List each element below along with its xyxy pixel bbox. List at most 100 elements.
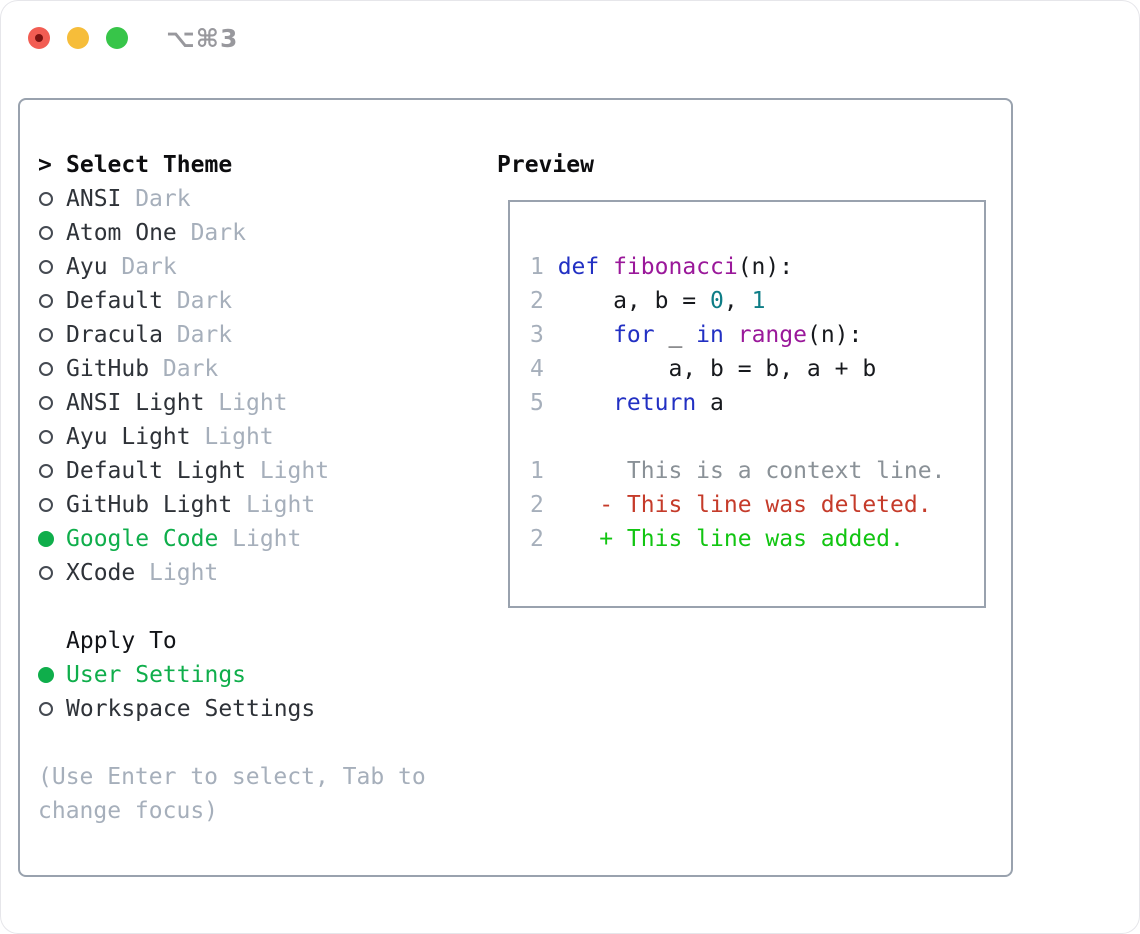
code-token-pl: a <box>696 390 724 416</box>
traffic-light-zoom-icon[interactable] <box>106 27 128 49</box>
code-token-add: + This line was added. <box>557 526 904 552</box>
radio-icon <box>39 430 53 444</box>
theme-variant-tag: Dark <box>176 288 233 314</box>
radio-icon <box>39 464 53 478</box>
theme-option-ayu[interactable]: Ayu Dark <box>38 250 329 284</box>
radio-icon <box>39 294 53 308</box>
apply-option-label: User Settings <box>66 662 247 688</box>
code-token-del: - This line was deleted. <box>557 492 932 518</box>
help-text-line: (Use Enter to select, Tab to <box>38 764 426 790</box>
code-token-pl: , <box>723 288 752 314</box>
radio-icon <box>39 226 53 240</box>
window-title: ⌥⌘3 <box>166 24 239 53</box>
theme-name: GitHub <box>66 356 150 382</box>
theme-name: Google Code <box>66 526 219 552</box>
apply-option-label: Workspace Settings <box>66 696 316 722</box>
theme-option-google-code[interactable]: Google Code Light <box>38 522 329 556</box>
line-number: 1 <box>530 254 544 280</box>
theme-name: ANSI <box>66 186 122 212</box>
help-text-line: change focus) <box>38 798 219 824</box>
code-token-fn: range <box>737 322 807 348</box>
apply-option-user-settings[interactable]: User Settings <box>38 658 315 692</box>
code-token-pl: (n): <box>806 322 863 348</box>
titlebar: ⌥⌘3 <box>0 0 1140 76</box>
theme-name: ANSI Light <box>66 390 205 416</box>
theme-name: Default <box>66 288 163 314</box>
theme-option-github[interactable]: GitHub Dark <box>38 352 329 386</box>
code-token-nm: 0 <box>710 288 724 314</box>
theme-variant-tag: Dark <box>135 186 191 212</box>
code-line: 2 a, b = 0, 1 <box>530 284 945 318</box>
code-line: 2 + This line was added. <box>530 522 945 556</box>
select-theme-header: Select Theme <box>66 152 233 178</box>
code-token-nm: 1 <box>751 288 766 314</box>
code-token-kw: def <box>557 254 614 280</box>
code-token-pl: a, b = b, a + b <box>557 356 877 382</box>
apply-to-header: Apply To <box>66 628 177 654</box>
code-line <box>530 420 945 454</box>
apply-to-header-row: Apply To <box>38 624 315 658</box>
theme-variant-tag: Light <box>204 424 274 450</box>
code-token-pl: _ <box>654 322 697 348</box>
traffic-light-minimize-icon[interactable] <box>67 27 89 49</box>
theme-variant-tag: Light <box>259 458 330 484</box>
theme-variant-tag: Light <box>245 492 316 518</box>
theme-variant-tag: Light <box>218 390 288 416</box>
code-token-pl: (n): <box>737 254 794 280</box>
radio-icon <box>39 396 53 410</box>
theme-name: Ayu Light <box>66 424 191 450</box>
code-token-kw: for <box>613 322 655 348</box>
line-number: 5 <box>530 390 544 416</box>
code-token-fn: fibonacci <box>613 254 738 280</box>
theme-variant-tag: Light <box>149 560 219 586</box>
line-number: 2 <box>530 492 544 518</box>
radio-selected-icon <box>38 531 54 547</box>
theme-option-xcode[interactable]: XCode Light <box>38 556 329 590</box>
code-line: 5 return a <box>530 386 945 420</box>
theme-name: Atom One <box>66 220 177 246</box>
theme-option-ayu-light[interactable]: Ayu Light Light <box>38 420 329 454</box>
line-number: 2 <box>530 526 544 552</box>
radio-icon <box>39 328 53 342</box>
code-line: 1 This is a context line. <box>530 454 945 488</box>
line-number: 1 <box>530 458 544 484</box>
code-line: 4 a, b = b, a + b <box>530 352 945 386</box>
code-token-pl: a, b = <box>557 288 711 314</box>
theme-name: Ayu <box>66 254 108 280</box>
radio-icon <box>39 702 53 716</box>
traffic-light-close-icon[interactable] <box>28 27 50 49</box>
line-number: 4 <box>530 356 544 382</box>
theme-option-atom-one[interactable]: Atom One Dark <box>38 216 329 250</box>
code-token-ctx: This is a context line. <box>557 458 946 484</box>
theme-variant-tag: Dark <box>176 322 233 348</box>
theme-option-default[interactable]: Default Dark <box>38 284 329 318</box>
select-theme-header-row: > Select Theme <box>38 148 329 182</box>
theme-variant-tag: Dark <box>162 356 219 382</box>
code-token-pl <box>724 322 738 348</box>
theme-variant-tag: Dark <box>121 254 177 280</box>
theme-variant-tag: Light <box>232 526 302 552</box>
theme-option-ansi-light[interactable]: ANSI Light Light <box>38 386 329 420</box>
code-token-kw: return <box>613 390 697 416</box>
apply-option-workspace-settings[interactable]: Workspace Settings <box>38 692 315 726</box>
code-line: 1 def fibonacci(n): <box>530 250 945 284</box>
radio-icon <box>39 498 53 512</box>
help-text: (Use Enter to select, Tab to change focus… <box>38 760 426 828</box>
code-token-pl <box>558 390 613 416</box>
code-line: 3 for _ in range(n): <box>530 318 945 352</box>
line-number: 2 <box>530 288 544 314</box>
theme-name: XCode <box>66 560 136 586</box>
radio-icon <box>39 260 53 274</box>
theme-variant-tag: Dark <box>190 220 246 246</box>
theme-option-ansi[interactable]: ANSI Dark <box>38 182 329 216</box>
